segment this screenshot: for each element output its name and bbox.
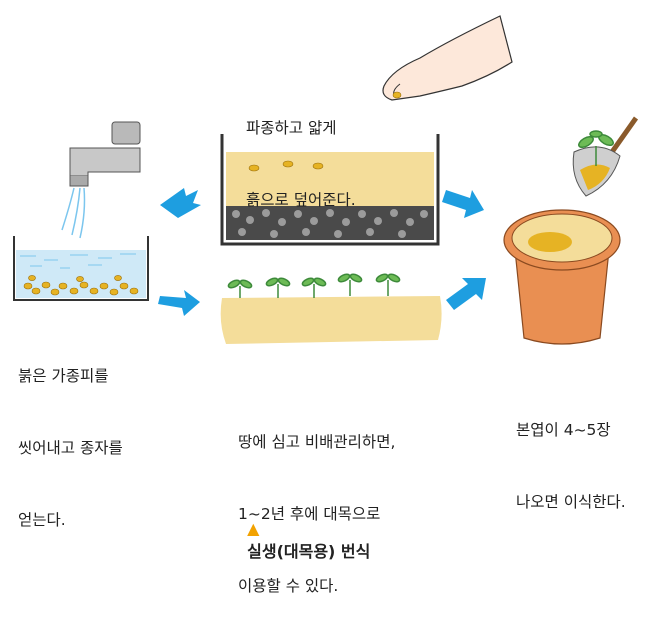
wash-basin-illustration — [13, 236, 149, 301]
trowel-illustration — [572, 116, 639, 197]
arrow-1 — [160, 188, 201, 218]
step-transplant-text: 본엽이 4~5장 나오면 이식한다. — [516, 421, 626, 511]
field-illustration — [220, 273, 442, 344]
arrow-3 — [442, 190, 484, 218]
caption-marker: ▲ — [247, 519, 260, 538]
step-wash-text: 붉은 가종피를 씻어내고 종자를 얻는다. — [18, 367, 123, 529]
hand-illustration — [382, 15, 513, 101]
arrow-4 — [446, 278, 486, 310]
propagation-diagram — [13, 15, 639, 345]
caption-text: 실생(대목용) 번식 — [247, 542, 371, 561]
seed-tray-illustration — [220, 134, 440, 246]
figure-caption: ▲ 실생(대목용) 번식 — [236, 500, 370, 562]
arrows — [158, 188, 486, 316]
faucet-illustration — [61, 121, 141, 239]
arrow-2 — [158, 290, 200, 316]
pot-illustration — [503, 209, 621, 345]
step-sow-text: 파종하고 얇게 흙으로 덮어준다. — [246, 119, 356, 209]
